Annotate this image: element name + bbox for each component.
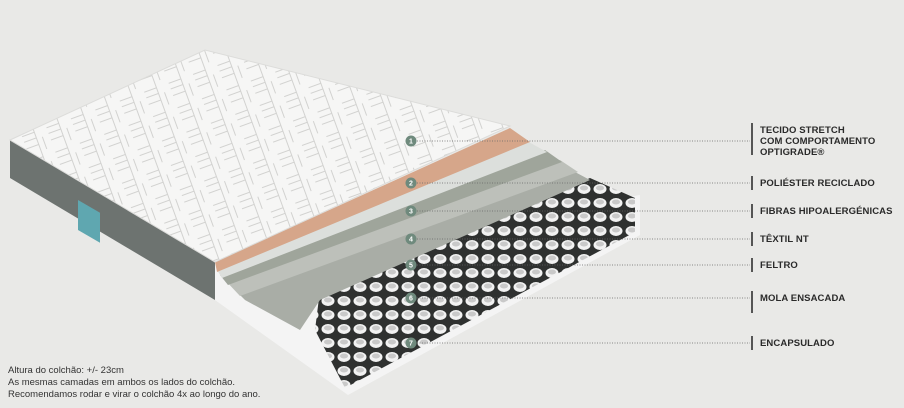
layer-label-line: ENCAPSULADO [760, 338, 835, 349]
layer-tecido-stretch [215, 128, 530, 272]
note-same-layers: As mesmas camadas em ambos os lados do c… [8, 377, 236, 388]
layer-label: ENCAPSULADO [760, 338, 834, 349]
mattress-top-surface [8, 49, 512, 263]
layer-fibras [220, 150, 562, 285]
layer-number: 4 [409, 237, 413, 244]
layer-marker [405, 259, 417, 271]
note-height: Altura do colchão: +/- 23cm [8, 365, 124, 376]
layer-label: FELTRO [760, 260, 798, 271]
label-bar [751, 176, 753, 190]
layer-number: 3 [409, 209, 413, 216]
layer-number: 5 [409, 263, 413, 270]
layer-marker [405, 177, 417, 189]
mattress-label-tag [78, 200, 100, 243]
layer-marker [405, 135, 417, 147]
layer-number: 2 [409, 181, 413, 188]
layer-label-line: MOLA ENSACADA [760, 293, 846, 304]
layer-poliester [217, 140, 547, 278]
layer-number: 1 [409, 139, 413, 146]
layer-label-line: OPTIGRADE® [760, 147, 825, 158]
layer-textil-nt [225, 160, 578, 296]
layer-label-line: TÊXTIL NT [760, 234, 809, 245]
layer-label-line: POLIÉSTER RECICLADO [760, 178, 875, 189]
label-bar [751, 123, 753, 155]
layer-label-line: FELTRO [760, 260, 798, 271]
label-bar [751, 232, 753, 246]
layer-number: 7 [409, 341, 413, 348]
label-bar [751, 204, 753, 218]
layer-label: TÊXTIL NT [760, 234, 809, 245]
note-rotate: Recomendamos rodar e virar o colchão 4x … [8, 389, 261, 400]
label-bar [751, 258, 753, 272]
layer-label: FIBRAS HIPOALERGÉNICAS [760, 206, 893, 217]
mattress-side-panel [10, 140, 215, 300]
layer-feltro [235, 172, 590, 330]
layer-label-line: TECIDO STRETCH [760, 125, 845, 136]
notes: Altura do colchão: +/- 23cm As mesmas ca… [8, 365, 260, 401]
layer-marker [405, 205, 417, 217]
layer-number: 6 [409, 296, 413, 303]
layer-marker [405, 337, 417, 349]
layer-label: MOLA ENSACADA [760, 293, 845, 304]
layer-label-line: COM COMPORTAMENTO [760, 136, 876, 147]
layer-label-line: FIBRAS HIPOALERGÉNICAS [760, 206, 893, 217]
layer-label: POLIÉSTER RECICLADO [760, 178, 875, 189]
label-bar [751, 336, 753, 350]
layer-marker [405, 233, 417, 245]
layer-mola-ensacada [315, 178, 635, 388]
label-bar [751, 291, 753, 313]
layer-marker [405, 292, 417, 304]
